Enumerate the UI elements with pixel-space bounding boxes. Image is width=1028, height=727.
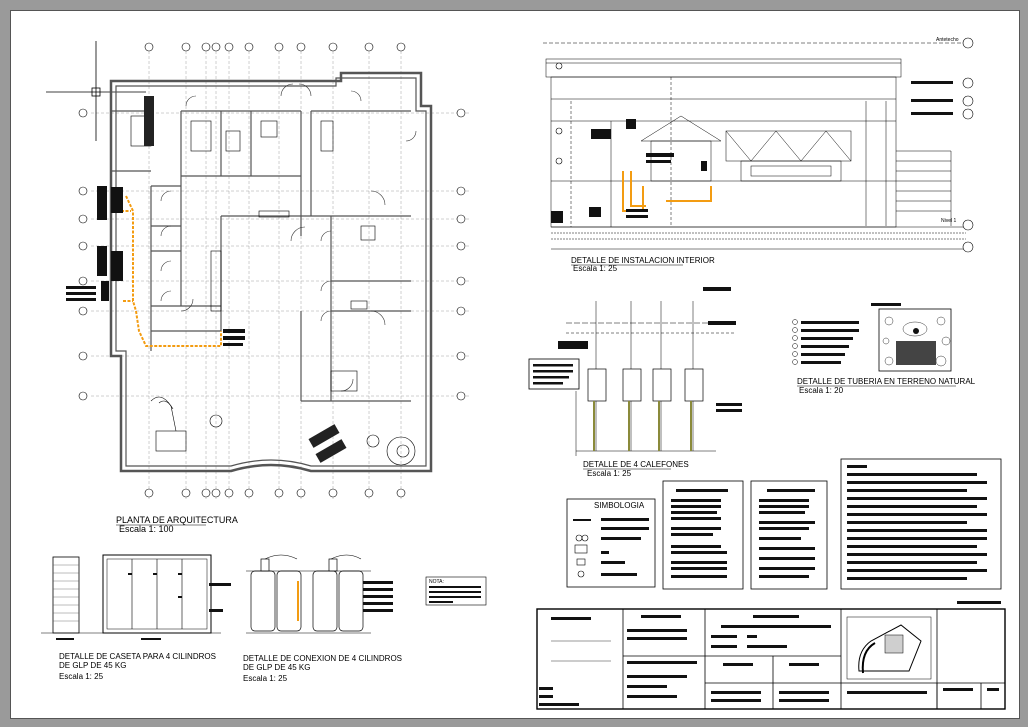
title-block[interactable] (536, 608, 1006, 710)
heaters-title: DETALLE DE 4 CALEFONES (583, 460, 689, 469)
drawing-sheet: PLANTA DE ARQUITECTURA Escala 1: 100 (10, 10, 1020, 719)
architectural-plan[interactable]: PLANTA DE ARQUITECTURA Escala 1: 100 (46, 41, 471, 534)
interior-title: DETALLE DE INSTALACION INTERIOR (571, 256, 715, 265)
cylinder-booth-detail[interactable]: DETALLE DE CASETA PARA 4 CILINDROS DE GL… (41, 554, 231, 681)
symbology-panel[interactable]: SIMBOLOGIA (566, 498, 656, 588)
four-heaters-detail[interactable]: DETALLE DE 4 CALEFONES Escala 1: 25 (528, 287, 742, 478)
cylinder-connection-detail[interactable]: NOTA: DETALLE DE CONEXION DE 4 CILINDROS… (243, 554, 487, 683)
interior-installation-detail[interactable]: Antetecho Nivel 1 DETALLE DE INSTALACION… (543, 37, 974, 273)
heaters-scale: Escala 1: 25 (587, 469, 632, 478)
plan-scale: Escala 1: 100 (119, 524, 174, 534)
connection-title-line1: DETALLE DE CONEXION DE 4 CILINDROS (243, 654, 402, 663)
booth-title-line2: DE GLP DE 45 KG (59, 661, 126, 670)
elevation-mark-top: Antetecho (936, 37, 959, 43)
pipe-scale: Escala 1: 20 (799, 386, 844, 395)
notes-panels[interactable] (662, 458, 1002, 604)
elevation-mark-mid: Nivel 1 (941, 218, 957, 224)
pipe-title: DETALLE DE TUBERIA EN TERRENO NATURAL (797, 377, 976, 386)
symbology-title: SIMBOLOGIA (594, 501, 645, 510)
plan-title: PLANTA DE ARQUITECTURA (116, 515, 238, 525)
booth-scale: Escala 1: 25 (59, 672, 104, 681)
connection-title-line2: DE GLP DE 45 KG (243, 663, 310, 672)
connection-scale: Escala 1: 25 (243, 674, 288, 683)
note-title: NOTA: (429, 579, 444, 585)
booth-title-line1: DETALLE DE CASETA PARA 4 CILINDROS (59, 652, 216, 661)
cad-drawing: PLANTA DE ARQUITECTURA Escala 1: 100 (41, 37, 1006, 710)
pipe-in-soil-detail[interactable]: DETALLE DE TUBERIA EN TERRENO NATURAL Es… (792, 303, 976, 395)
interior-scale: Escala 1: 25 (573, 264, 618, 273)
